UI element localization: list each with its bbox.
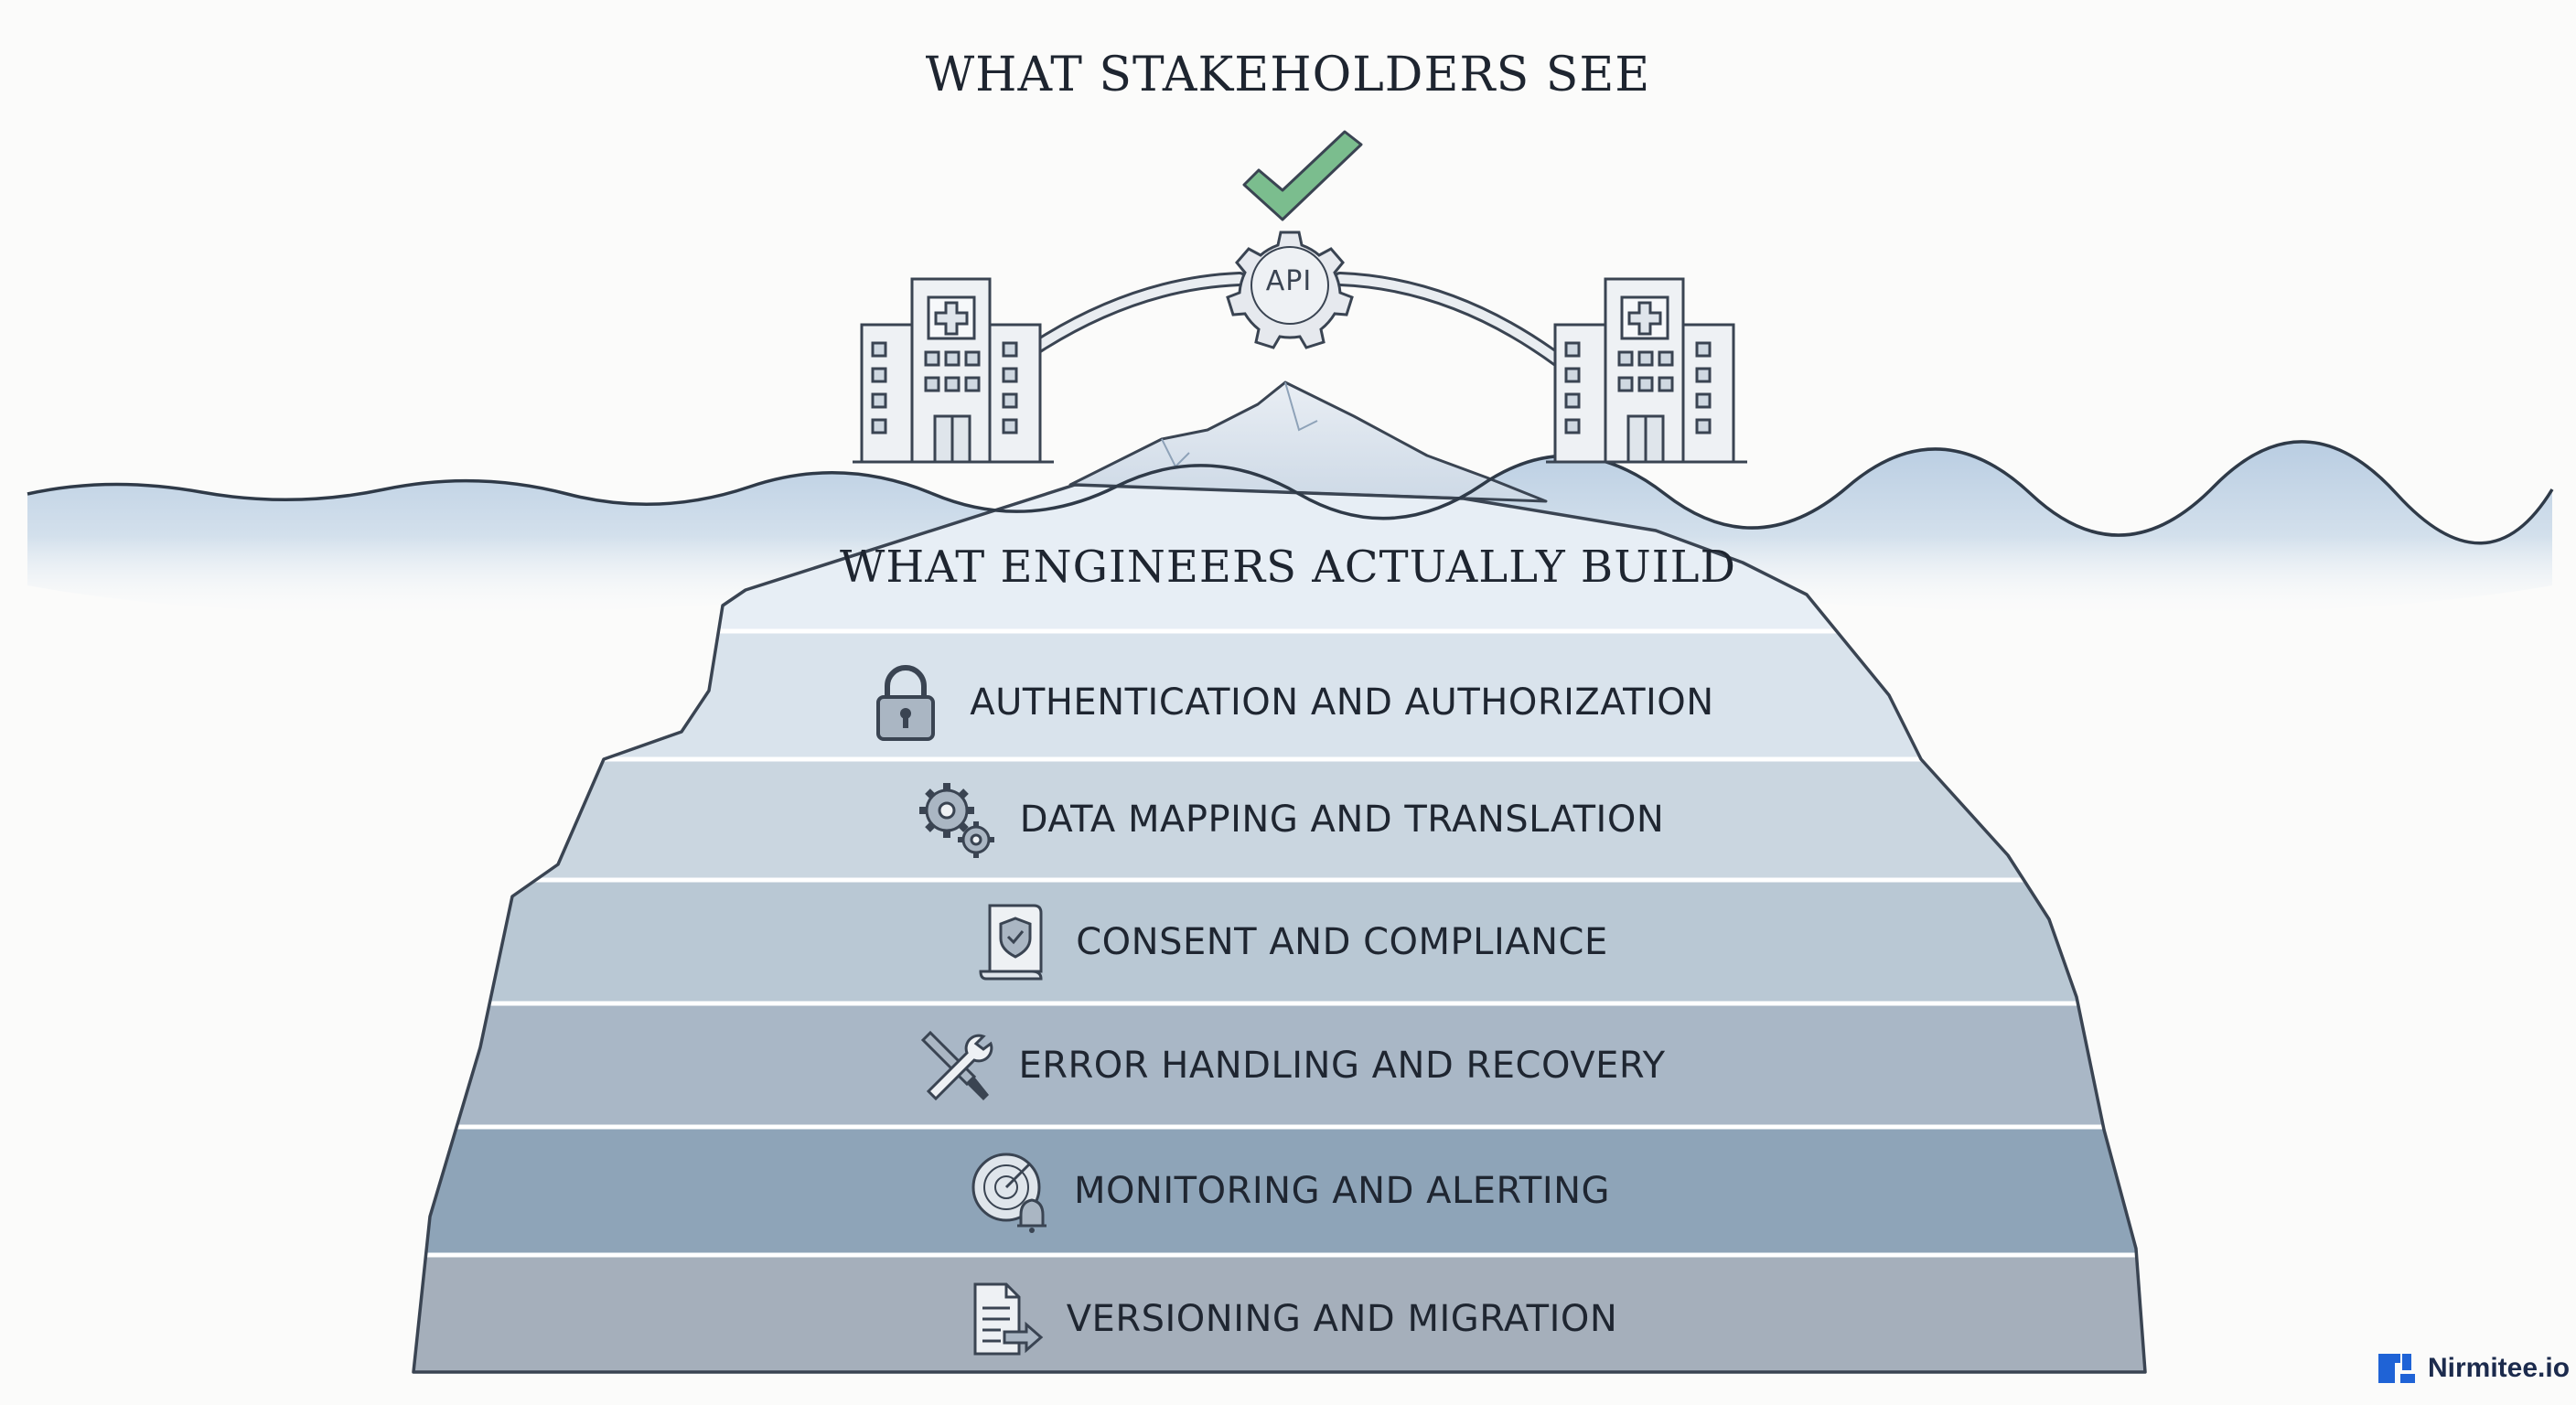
iceberg-tip [1068, 381, 1548, 503]
hospital-icon-left [853, 277, 1054, 464]
water-line [27, 440, 2554, 545]
engineers-heading: WHAT ENGINEERS ACTUALLY BUILD [840, 542, 1736, 593]
gear-icon [1226, 231, 1354, 349]
iceberg-body [413, 485, 2145, 1372]
api-arc [1008, 272, 1247, 369]
brand-logo: Nirmitee.io [2377, 1350, 2570, 1387]
nirmitee-logo-icon [2378, 1354, 2415, 1383]
check-icon [1242, 130, 1363, 221]
hospital-icon-right [1546, 277, 1747, 464]
stakeholders-heading: WHAT STAKEHOLDERS SEE [925, 48, 1651, 102]
brand-name: Nirmitee.io [2428, 1353, 2571, 1383]
api-label: API [1265, 265, 1313, 297]
